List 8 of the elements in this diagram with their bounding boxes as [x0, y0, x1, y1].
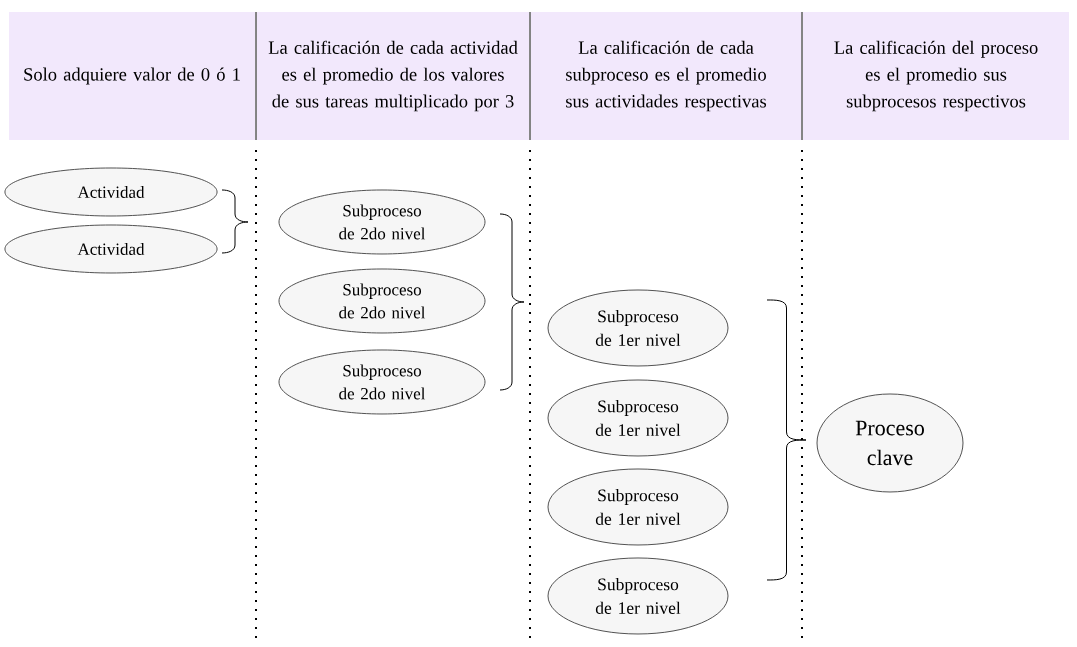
header-cell: La calificación de cada actividad es el promedio de los valores de sus tareas multiplicado por 3 — [257, 12, 529, 140]
header-cell: La calificación del proceso es el promedio sus subprocesos respectivos — [803, 12, 1069, 140]
node-label: Solo adquiere valor de 0 ó 1 — [24, 67, 240, 85]
node-label: La calificación de cada actividad es el promedio de los valores de sus tareas multiplicado por 3 — [268, 40, 518, 112]
header-cell: La calificación de cada subproceso es el promedio sus actividades respectivas — [531, 12, 801, 140]
header-cell: Solo adquiere valor de 0 ó 1 — [9, 12, 255, 140]
node-label: La calificación del proceso es el promedio sus subprocesos respectivos — [834, 40, 1038, 112]
node-label: La calificación de cada subproceso es el promedio sus actividades respectivas — [566, 40, 767, 112]
